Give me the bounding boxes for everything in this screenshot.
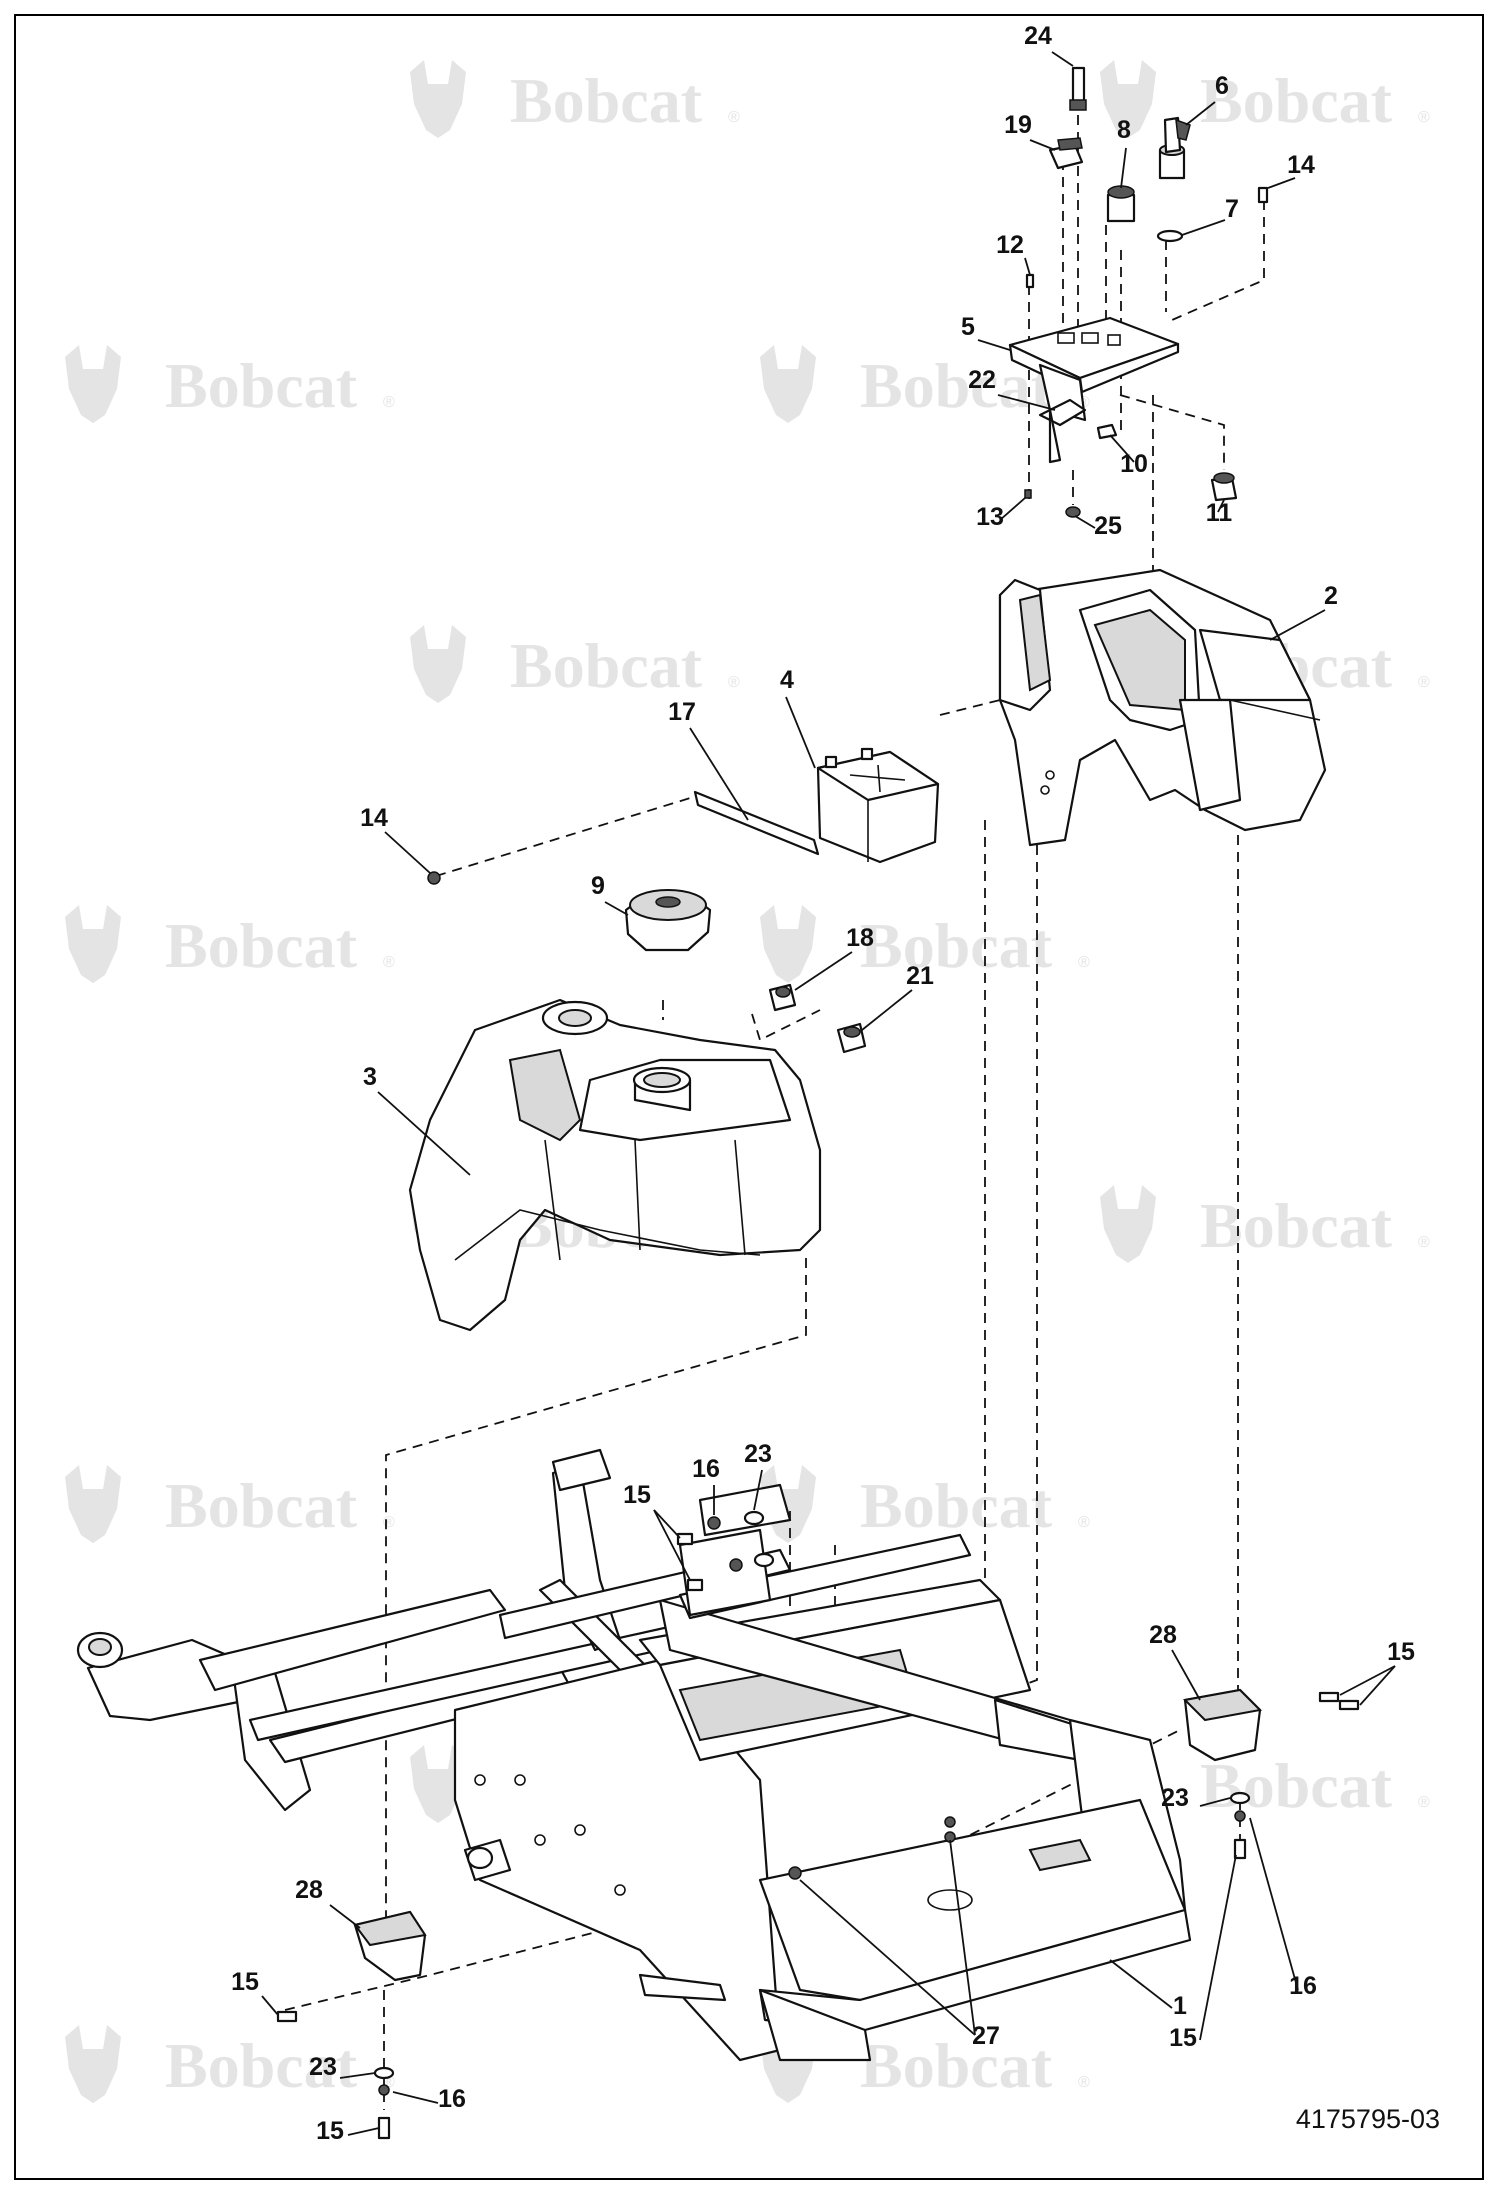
callout-c15: 15 [1387, 1638, 1415, 1666]
watermark-logo: Bobcat ® [65, 905, 395, 983]
small-hardware [276, 66, 1360, 2140]
callout-c4: 4 [780, 666, 794, 694]
callout-c19: 19 [1004, 111, 1032, 139]
watermark-brand-text: Bobcat [165, 2030, 358, 2101]
document-number: 4175795-03 [1296, 2104, 1440, 2134]
watermark-layer: Bobcat ® Bobcat ® Bobcat ® Bobcat ® Bobcat ® Bobca… [65, 60, 1430, 2103]
svg-text:®: ® [1418, 1234, 1430, 1251]
callout-c23c: 23 [309, 2053, 337, 2081]
watermark-logo: Bobcat ® [760, 1465, 1090, 1543]
svg-text:®: ® [1418, 1794, 1430, 1811]
callout-c17: 17 [668, 698, 696, 726]
watermark-brand-text: Bobcat [510, 65, 703, 136]
callout-c13: 13 [976, 503, 1004, 531]
callout-c23: 23 [744, 1440, 772, 1468]
watermark-brand-text: Bobcat [860, 1470, 1053, 1541]
watermark-logo: Bobcat ® [1100, 60, 1430, 138]
callout-c16c: 16 [438, 2085, 466, 2113]
svg-text:®: ® [1418, 109, 1430, 126]
callout-c16: 16 [692, 1455, 720, 1483]
callout-c2: 2 [1324, 582, 1338, 610]
callout-labels: 1234567891011121314141515151515161616171… [231, 22, 1415, 2145]
svg-text:®: ® [728, 109, 740, 126]
callout-c10: 10 [1120, 450, 1148, 478]
svg-text:®: ® [1078, 1514, 1090, 1531]
watermark-brand-text: Bobcat [165, 350, 358, 421]
callout-c28b: 28 [295, 1876, 323, 1904]
callout-c11: 11 [1206, 499, 1233, 527]
callout-c12: 12 [996, 231, 1024, 259]
callout-c9: 9 [591, 872, 605, 900]
callout-c15c: 15 [1169, 2024, 1197, 2052]
callout-c18: 18 [846, 924, 874, 952]
watermark-brand-text: Bobcat [860, 910, 1053, 981]
callout-c3: 3 [363, 1063, 377, 1091]
svg-text:®: ® [1078, 2074, 1090, 2091]
part-2-right-shroud [998, 568, 1327, 847]
diagram-frame [14, 14, 1484, 2180]
watermark-logo: Bobcat ® [760, 905, 1090, 983]
callout-c28: 28 [1149, 1621, 1177, 1649]
callout-c21: 21 [906, 962, 934, 990]
watermark-logo: Bobcat ® [410, 60, 740, 138]
callout-c7: 7 [1225, 195, 1239, 223]
watermark-logo: Bobcat ® [410, 625, 740, 703]
part-1-main-frame [76, 1448, 1192, 2062]
svg-text:®: ® [383, 954, 395, 971]
callout-c15e: 15 [316, 2117, 344, 2145]
callout-c24: 24 [1024, 22, 1052, 50]
watermark-brand-text: Bobcat [1200, 1190, 1393, 1261]
callout-c15b: 15 [623, 1481, 651, 1509]
callout-c14b: 14 [360, 804, 388, 832]
svg-text:®: ® [383, 394, 395, 411]
callout-c23b: 23 [1161, 1784, 1189, 1812]
callout-c1: 1 [1173, 1992, 1187, 2020]
callout-c14: 14 [1287, 151, 1315, 179]
watermark-brand-text: Bobcat [1200, 1750, 1393, 1821]
callout-c25: 25 [1094, 512, 1122, 540]
part-4-battery [816, 747, 940, 864]
callout-c5: 5 [961, 313, 975, 341]
callout-c8: 8 [1117, 116, 1131, 144]
part-5-control-panel [1008, 316, 1180, 422]
callout-c22: 22 [968, 366, 996, 394]
callout-c27: 27 [972, 2022, 1000, 2050]
watermark-brand-text: Bobcat [510, 630, 703, 701]
callout-c6: 6 [1215, 72, 1229, 100]
watermark-brand-text: Bobcat [1200, 65, 1393, 136]
watermark-logo: Bobcat ® [65, 345, 395, 423]
leader-lines [261, 51, 1396, 2136]
watermark-brand-text: Bobcat [165, 910, 358, 981]
watermark-logo: Bobcat® [65, 2025, 395, 2103]
svg-text:®: ® [1418, 674, 1430, 691]
svg-text:®: ® [728, 674, 740, 691]
svg-text:®: ® [1078, 954, 1090, 971]
watermark-logo: Bobcat ® [65, 1465, 395, 1543]
part-3-left-shroud [408, 998, 822, 1332]
watermark-brand-text: Bobcat [860, 2030, 1053, 2101]
watermark-logo: Bobcat ® [1100, 1185, 1430, 1263]
svg-text:®: ® [383, 1514, 395, 1531]
callout-c15d: 15 [231, 1968, 259, 1996]
callout-c16b: 16 [1289, 1972, 1317, 2000]
watermark-brand-text: Bobcat [165, 1470, 358, 1541]
